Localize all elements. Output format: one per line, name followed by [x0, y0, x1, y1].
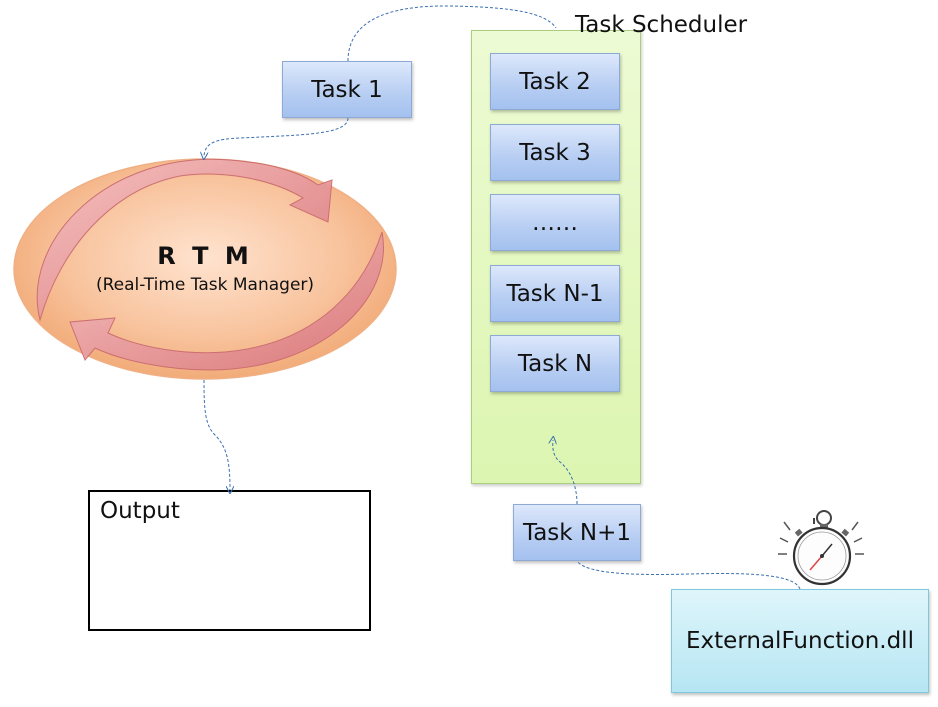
connector-rtm-to-output [203, 379, 230, 490]
stopwatch-icon [778, 510, 864, 586]
task-3-box: Task 3 [490, 124, 620, 181]
external-function-box: ExternalFunction.dll [671, 589, 929, 693]
connector-task1-to-scheduler [347, 5, 557, 62]
task-scheduler-title: Task Scheduler [575, 12, 748, 38]
rtm-subtitle: (Real-Time Task Manager) [95, 275, 315, 295]
task-n-box: Task N [490, 335, 620, 392]
connector-task1-to-rtm [204, 117, 349, 156]
rtm-arrow-upper [36, 158, 333, 322]
output-box: Output [88, 490, 371, 631]
task-n-plus-1-box: Task N+1 [513, 504, 641, 561]
rtm-title: R T M [157, 242, 253, 270]
task-2-box: Task 2 [490, 53, 620, 110]
task-1-box: Task 1 [282, 61, 412, 118]
task-ellipsis-box: …… [490, 194, 620, 251]
output-label: Output [100, 498, 180, 524]
task-n-minus-1-box: Task N-1 [490, 265, 620, 322]
connector-tasknp1-to-scheduler [553, 440, 578, 505]
connector-external-to-tasknp1 [576, 560, 801, 590]
rtm-arrow-lower [69, 231, 384, 371]
